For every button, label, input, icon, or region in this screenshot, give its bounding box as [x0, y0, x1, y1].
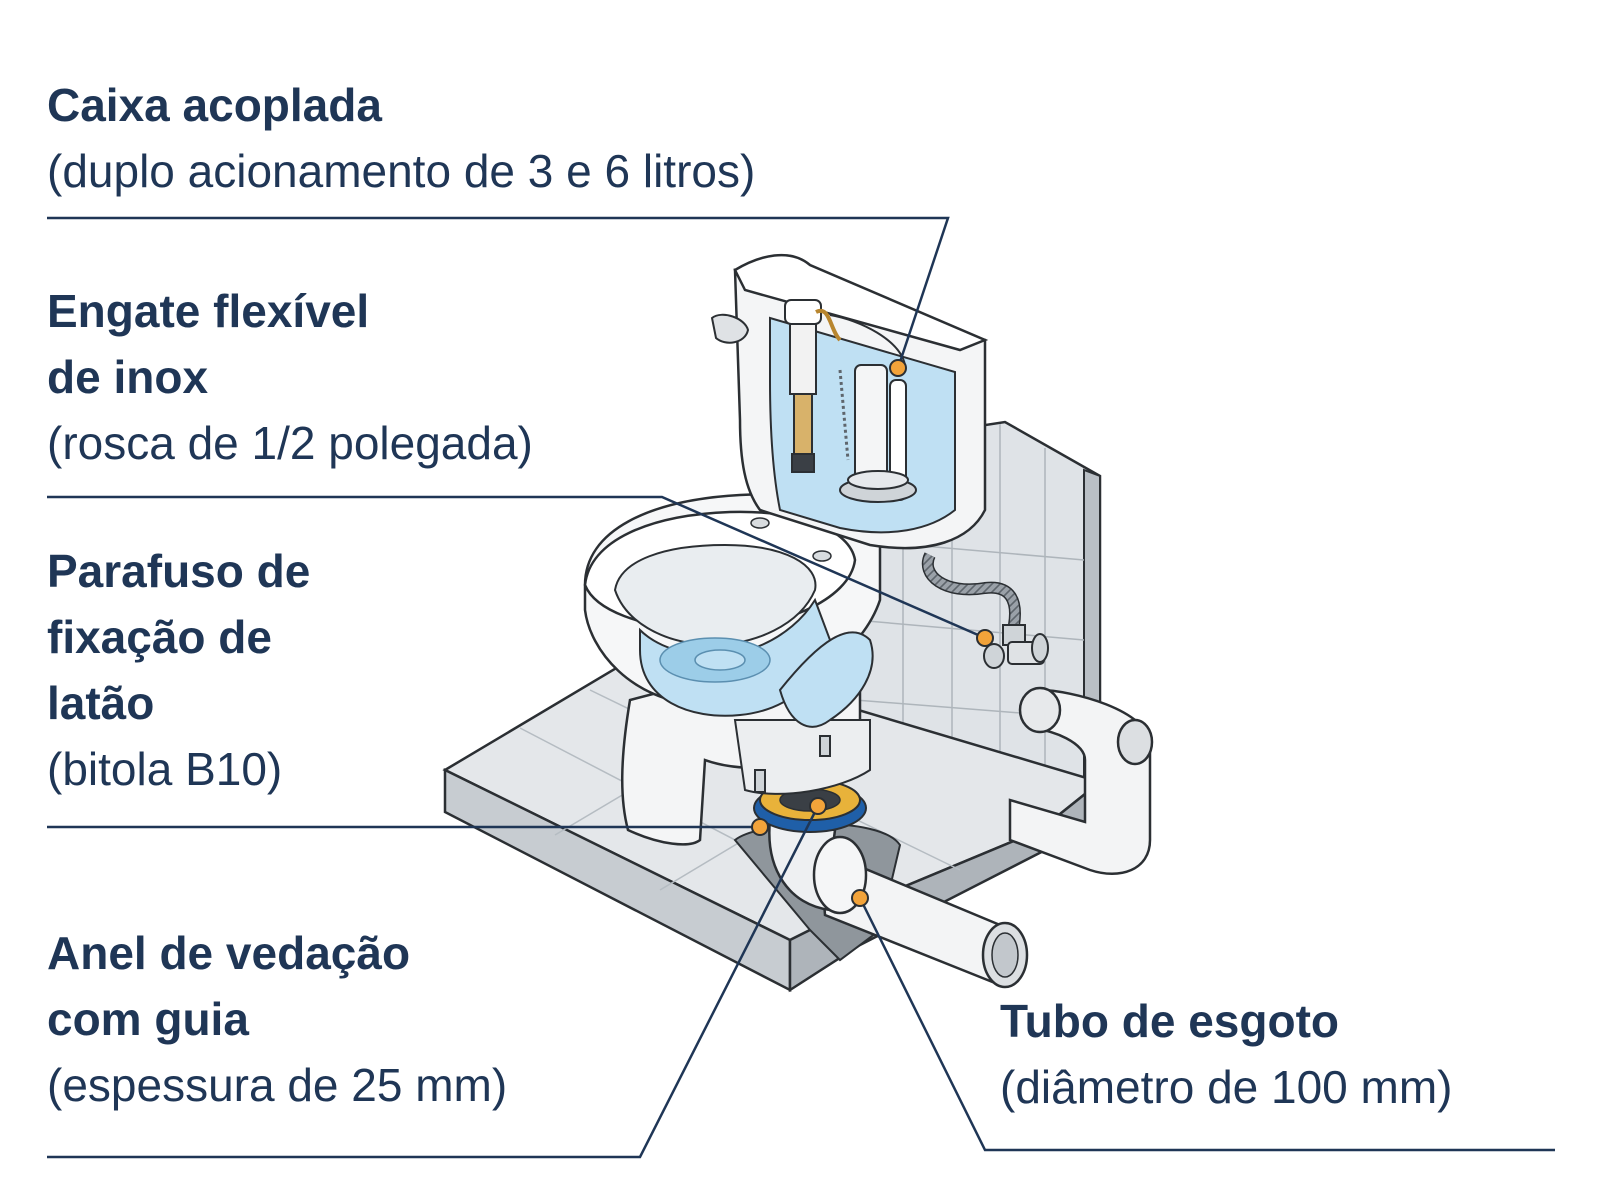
marker-engate [976, 629, 994, 647]
callout-title: Anel de vedação [47, 927, 411, 979]
callout-engate-flexivel: Engate flexível de inox (rosca de 1/2 po… [47, 278, 533, 476]
callout-title: com guia [47, 993, 249, 1045]
callout-title: fixação de [47, 611, 272, 663]
marker-anel [809, 797, 827, 815]
leader-anel [47, 805, 820, 1159]
callout-parafuso-fixacao: Parafuso de fixação de latão (bitola B10… [47, 538, 310, 802]
callout-spec: (espessura de 25 mm) [47, 1059, 508, 1111]
leader-engate [47, 495, 986, 640]
leader-caixa [47, 216, 950, 369]
callout-title: Parafuso de [47, 545, 311, 597]
marker-tubo [851, 889, 869, 907]
callout-spec: (duplo acionamento de 3 e 6 litros) [47, 145, 756, 197]
callout-anel-vedacao: Anel de vedação com guia (espessura de 2… [47, 920, 507, 1118]
callout-tubo-esgoto: Tubo de esgoto (diâmetro de 100 mm) [1000, 988, 1453, 1120]
cistern-graphic [710, 253, 989, 550]
flex-hose-graphic [922, 552, 1049, 669]
marker-parafuso [751, 818, 769, 836]
callout-title: latão [47, 677, 155, 729]
callout-spec: (diâmetro de 100 mm) [1000, 1061, 1453, 1113]
callout-title: de inox [47, 351, 209, 403]
callout-title: Engate flexível [47, 285, 370, 337]
callout-spec: (bitola B10) [47, 743, 283, 795]
toilet-bowl-graphic [583, 493, 882, 846]
sewer-pipe-graphic [768, 686, 1154, 989]
callout-caixa-acoplada: Caixa acoplada (duplo acionamento de 3 e… [47, 72, 755, 204]
callout-spec: (rosca de 1/2 polegada) [47, 417, 533, 469]
callout-title: Caixa acoplada [47, 79, 382, 131]
callout-title: Tubo de esgoto [1000, 995, 1340, 1047]
leader-lines [47, 216, 1555, 1159]
leader-tubo [858, 897, 1555, 1152]
marker-caixa [889, 359, 907, 377]
